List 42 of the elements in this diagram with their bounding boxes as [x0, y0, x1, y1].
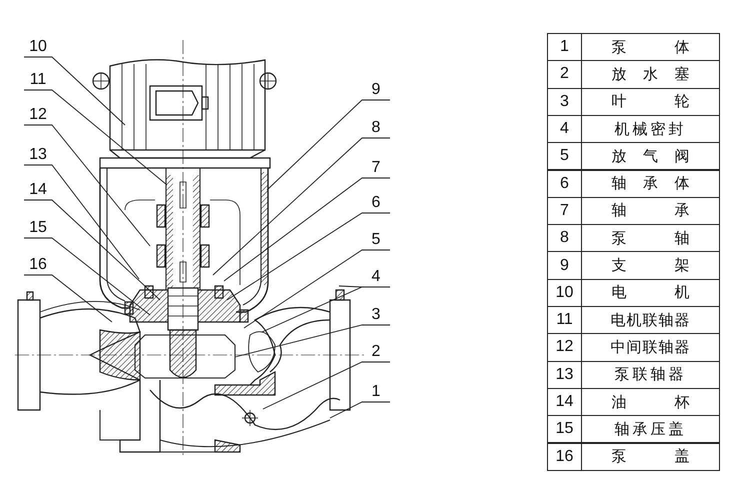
leader-line: [24, 238, 150, 316]
callout-number: 3: [364, 305, 388, 325]
callout-number: 15: [26, 218, 50, 238]
leader-line: [244, 250, 390, 328]
part-name: 放气阀: [581, 142, 720, 170]
part-number: 5: [547, 142, 582, 170]
part-number: 16: [547, 442, 582, 471]
leader-line: [212, 138, 390, 276]
callout-number: 11: [26, 70, 50, 90]
leader-line: [234, 324, 390, 358]
leader-line: [24, 200, 160, 300]
callout-number: 13: [26, 145, 50, 165]
part-name: 轴承体: [581, 170, 720, 198]
part-name: 泵体: [581, 33, 720, 62]
callout-number: 2: [364, 342, 388, 362]
callout-number: 16: [26, 255, 50, 275]
callout-number: 4: [364, 267, 388, 287]
part-number: 6: [547, 170, 582, 198]
callout-number: 1: [364, 382, 388, 402]
leader-line: [262, 286, 390, 332]
leader-line: [330, 402, 390, 418]
leader-line: [224, 178, 390, 282]
part-name: 轴承压盖: [581, 415, 720, 444]
callout-number: 9: [364, 80, 388, 100]
leader-line: [24, 164, 140, 280]
part-number: 1: [547, 33, 582, 62]
leader-line: [24, 56, 126, 126]
leader-line: [24, 124, 150, 246]
leader-line: [266, 100, 390, 190]
callout-number: 8: [364, 118, 388, 138]
callout-number: 14: [26, 180, 50, 200]
callout-number: 6: [364, 193, 388, 213]
leader-line: [24, 274, 112, 322]
callout-number: 12: [26, 105, 50, 125]
leader-line: [262, 362, 390, 410]
callout-number: 10: [26, 37, 50, 57]
callout-number: 7: [364, 158, 388, 178]
part-number: 15: [547, 415, 582, 444]
callout-number: 5: [364, 230, 388, 250]
leader-line: [226, 212, 390, 300]
leader-line: [24, 90, 168, 186]
part-name: 泵盖: [581, 442, 720, 471]
